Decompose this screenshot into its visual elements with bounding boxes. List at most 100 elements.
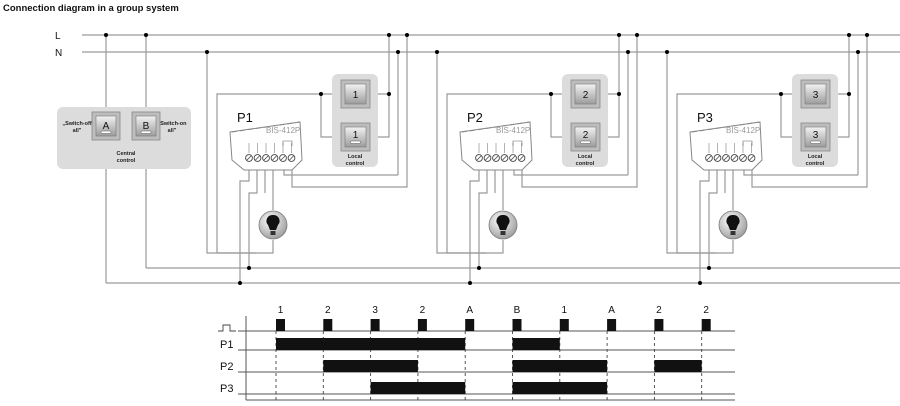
wire	[248, 163, 258, 268]
state-bar-p2	[512, 360, 608, 372]
switch-off-all-caption: „Switch-off	[62, 121, 91, 127]
local-switch-3[interactable]: 3	[800, 79, 831, 109]
pulse-icon	[218, 324, 236, 332]
event-pulse	[512, 319, 522, 331]
local-pushbutton-1[interactable]: 1	[340, 122, 371, 152]
event-label: B	[514, 305, 521, 316]
junction-dot	[856, 50, 860, 54]
switch-key-label: 3	[813, 90, 819, 101]
bus-label-n: N	[55, 48, 62, 59]
junction-dot	[617, 33, 621, 37]
pushbutton-icon	[810, 140, 821, 144]
junction-dot	[387, 33, 391, 37]
switch-key-label: 3	[813, 130, 819, 141]
switch-key-label: 1	[353, 130, 359, 141]
junction-dot	[144, 33, 148, 37]
switch-key-label: 2	[583, 90, 589, 101]
wire	[216, 93, 341, 253]
local-switch-1[interactable]: 1	[340, 79, 371, 109]
state-bar-p2	[323, 360, 418, 372]
local-pushbutton-3[interactable]: 3	[800, 122, 831, 152]
event-pulse	[370, 319, 380, 331]
lamp-icon	[488, 210, 518, 240]
junction-dot	[405, 33, 409, 37]
module-model: BIS-412P	[726, 126, 760, 135]
junction-dot	[635, 33, 639, 37]
local-control-label: Local	[578, 154, 593, 160]
state-bar-p1	[276, 338, 466, 350]
diagram-title: Connection diagram in a group system	[3, 3, 179, 14]
event-pulse	[654, 319, 664, 331]
lamp-icon	[258, 210, 288, 240]
junction-dot	[617, 92, 621, 96]
junction-dot	[665, 50, 669, 54]
timing-row-label-p1: P1	[220, 339, 233, 351]
event-pulse	[701, 319, 711, 331]
junction-dot	[238, 281, 242, 285]
local-control-label-2: control	[806, 161, 825, 167]
junction-dot	[865, 33, 869, 37]
junction-dot	[847, 33, 851, 37]
switch-off-all-caption-2: all"	[73, 128, 82, 134]
local-pushbutton-2[interactable]: 2	[570, 122, 601, 152]
wire	[708, 163, 718, 268]
wire	[239, 163, 250, 283]
module-label: P3	[697, 110, 713, 125]
junction-dot	[205, 50, 209, 54]
event-pulse	[276, 319, 285, 331]
wire	[478, 163, 488, 268]
module-model: BIS-412P	[496, 126, 530, 135]
timing-row-label-p3: P3	[220, 383, 233, 395]
button-b[interactable]: B	[131, 111, 161, 141]
local-control-label: Local	[808, 154, 823, 160]
event-pulse	[465, 319, 475, 331]
module-model: BIS-412P	[266, 126, 300, 135]
junction-dot	[707, 266, 711, 270]
wire	[676, 93, 801, 253]
wire	[446, 93, 571, 253]
switch-key-label: 2	[583, 130, 589, 141]
pushbutton-icon	[580, 140, 591, 144]
event-label: A	[608, 305, 615, 316]
button-a[interactable]: A	[91, 111, 121, 141]
pushbutton-icon	[140, 130, 152, 134]
wire	[217, 240, 274, 254]
central-control-label: Central	[117, 151, 136, 157]
junction-dot	[247, 266, 251, 270]
event-pulse	[607, 319, 617, 331]
central-control-panel: „Switch-off all" „Switch-on all" Central…	[57, 107, 191, 169]
module-label: P1	[237, 110, 253, 125]
state-bar-p1	[512, 338, 560, 350]
timing-row-label-p2: P2	[220, 361, 233, 373]
event-label: 2	[325, 305, 331, 316]
pushbutton-icon	[100, 130, 112, 134]
local-control-label-2: control	[576, 161, 595, 167]
local-control-label: Local	[348, 154, 363, 160]
wire	[469, 163, 480, 283]
junction-dot	[468, 281, 472, 285]
event-label: 1	[562, 305, 568, 316]
local-control-label-2: control	[346, 161, 365, 167]
event-label: 3	[372, 305, 378, 316]
switch-on-all-caption: „Switch-on	[157, 121, 187, 127]
state-bar-p3	[512, 382, 608, 394]
pushbutton-icon	[350, 140, 361, 144]
event-label: A	[466, 305, 473, 316]
bus-label-l: L	[55, 31, 61, 42]
junction-dot	[435, 50, 439, 54]
wire	[677, 240, 734, 254]
switch-key-label: 1	[353, 90, 359, 101]
junction-dot	[477, 266, 481, 270]
module-label: P2	[467, 110, 483, 125]
switch-on-all-caption-2: all"	[168, 128, 177, 134]
junction-dot	[698, 281, 702, 285]
central-control-label-2: control	[117, 158, 136, 164]
local-switch-2[interactable]: 2	[570, 79, 601, 109]
wire	[699, 163, 710, 283]
event-pulse	[559, 319, 569, 331]
event-label: 2	[420, 305, 426, 316]
junction-dot	[549, 92, 553, 96]
